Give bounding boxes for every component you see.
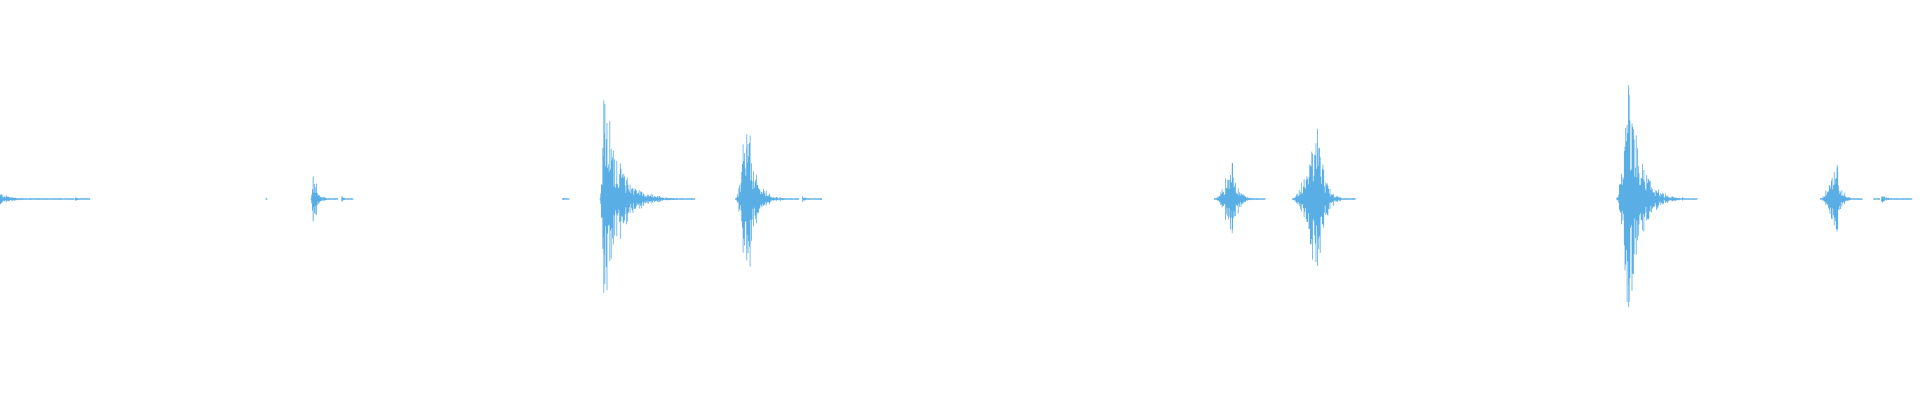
waveform-burst bbox=[265, 198, 268, 200]
waveform-burst bbox=[1873, 197, 1880, 200]
waveform-burst bbox=[1881, 196, 1913, 203]
waveform-bursts bbox=[0, 85, 1913, 308]
waveform-burst bbox=[599, 100, 695, 293]
waveform-burst bbox=[74, 197, 91, 201]
waveform-burst bbox=[562, 198, 570, 201]
waveform-burst bbox=[802, 196, 822, 203]
waveform-burst bbox=[310, 176, 338, 222]
waveform-burst bbox=[1291, 128, 1356, 266]
waveform-burst bbox=[1819, 164, 1863, 232]
waveform-burst bbox=[735, 134, 799, 267]
waveform-burst bbox=[341, 196, 354, 202]
waveform-burst bbox=[0, 194, 74, 205]
waveform-burst bbox=[1214, 162, 1266, 234]
waveform-burst bbox=[1616, 85, 1698, 308]
